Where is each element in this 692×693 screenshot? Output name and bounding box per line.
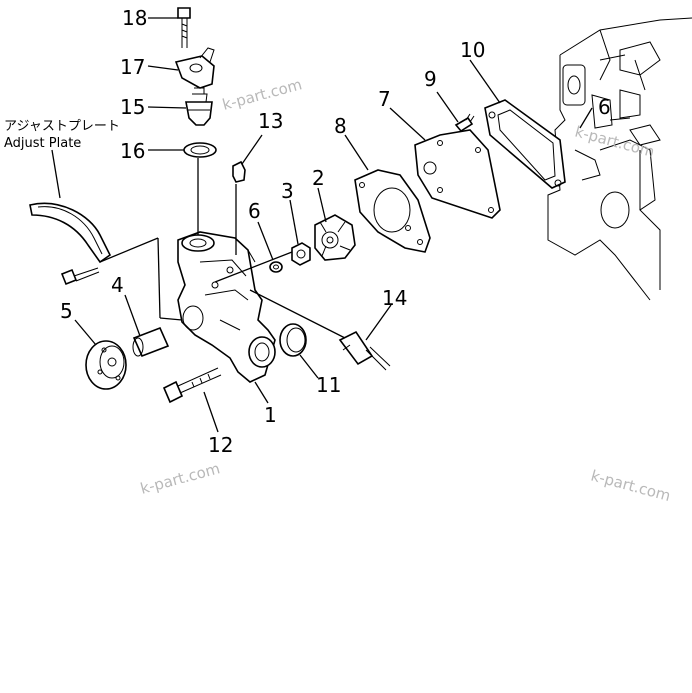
callout-8: 8	[334, 114, 347, 138]
watermark: k-part.com	[138, 459, 222, 498]
gasket-10	[484, 99, 566, 189]
callout-3: 3	[281, 179, 294, 203]
impeller-2	[314, 214, 356, 261]
adjust-plate-label-en: Adjust Plate	[4, 136, 81, 151]
nut-3	[291, 242, 311, 266]
seal-16	[183, 142, 217, 158]
callout-12: 12	[208, 433, 233, 457]
callout-1: 1	[264, 403, 277, 427]
callout-2: 2	[312, 166, 325, 190]
shaft-4	[132, 326, 170, 358]
sensor-14	[338, 330, 391, 371]
washer-6	[269, 261, 283, 273]
callout-4: 4	[111, 273, 124, 297]
cap-11	[279, 323, 307, 357]
adjust-plate	[29, 202, 112, 264]
callout-10: 10	[460, 38, 485, 62]
callout-18: 18	[122, 6, 147, 30]
callout-5: 5	[60, 299, 73, 323]
callout-16: 16	[120, 139, 145, 163]
cover-17	[174, 47, 215, 89]
callout-11: 11	[316, 373, 341, 397]
leader-lines	[51, 17, 593, 433]
callout-15: 15	[120, 95, 145, 119]
callout-17: 17	[120, 55, 145, 79]
watermark: k-part.com	[589, 466, 673, 505]
engine-block	[547, 17, 692, 301]
bolt-18	[177, 7, 191, 48]
plug-13	[232, 160, 246, 183]
bolt-12	[162, 367, 222, 404]
plate-7	[414, 129, 501, 219]
adjust-plate-label-jp: アジャストプレート	[4, 119, 120, 134]
gasket-8	[354, 169, 431, 253]
bolt-9	[454, 113, 475, 133]
pulley-5	[85, 340, 127, 390]
bolt-adjust	[60, 267, 100, 286]
callout-6: 6	[248, 199, 261, 223]
callout-9: 9	[424, 67, 437, 91]
callout-6-engine: 6	[598, 95, 611, 119]
water-pump-body-1	[177, 231, 276, 383]
thermostat-15	[185, 87, 213, 126]
callout-13: 13	[258, 109, 283, 133]
callout-14: 14	[382, 286, 407, 310]
callout-7: 7	[378, 87, 391, 111]
